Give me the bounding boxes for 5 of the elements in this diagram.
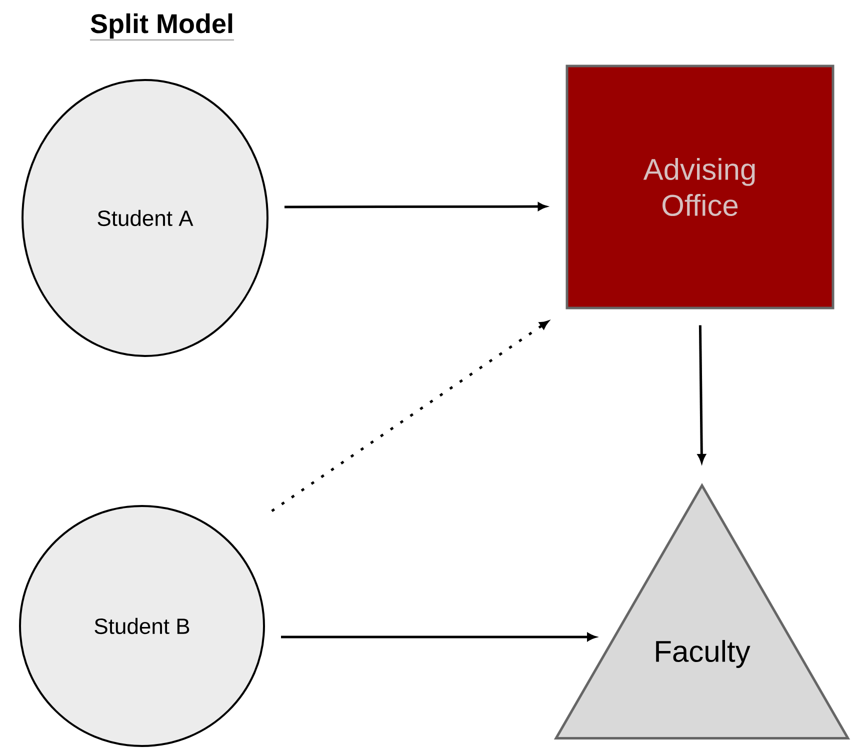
arrow [271, 320, 548, 512]
title: Split Model [90, 13, 234, 40]
arrow [281, 633, 596, 641]
office-box: Advising Office [566, 64, 834, 310]
arrow [284, 202, 546, 211]
